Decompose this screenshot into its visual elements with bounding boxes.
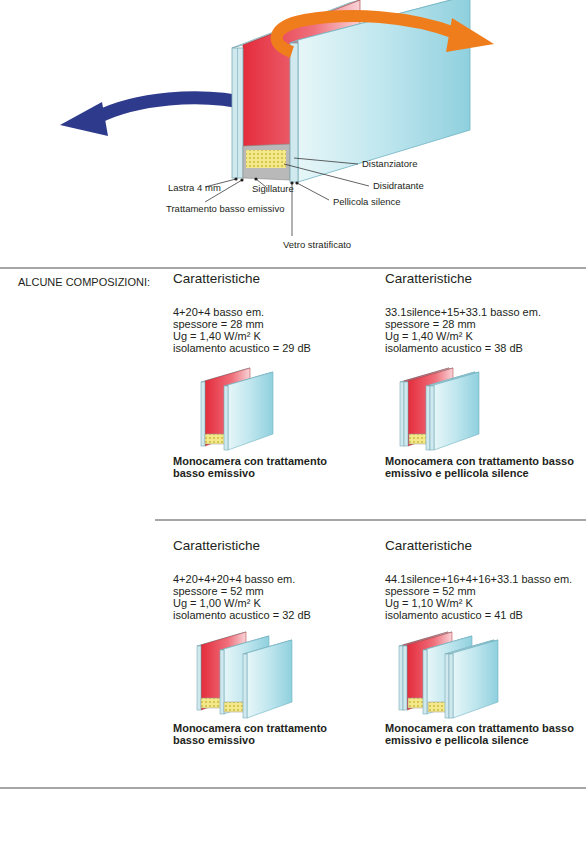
mini-glazing — [197, 632, 292, 718]
spec-line: 44.1silence+16+4+16+33.1 basso em. — [385, 573, 572, 585]
separator — [155, 520, 586, 521]
spec-line: isolamento acustico = 29 dB — [173, 342, 311, 354]
arrow-head — [60, 102, 108, 136]
card-caption: Monocamera con trattamento basso emissiv… — [385, 722, 581, 746]
spec-line: isolamento acustico = 41 dB — [385, 609, 523, 621]
arrow-head — [446, 18, 494, 52]
part-label: Sigillature — [252, 184, 294, 194]
card-heading: Caratteristiche — [173, 539, 260, 554]
part-label: Trattamento basso emissivo — [166, 204, 284, 214]
part-label: Pellicola silence — [333, 197, 401, 207]
section-heading: ALCUNE COMPOSIZIONI: — [18, 276, 150, 288]
mini-glazing — [400, 368, 479, 450]
separator — [0, 788, 586, 789]
spec-line: 33.1silence+15+33.1 basso em. — [385, 306, 541, 318]
card-heading: Caratteristiche — [385, 539, 472, 554]
desiccant — [246, 150, 286, 168]
spec-line: isolamento acustico = 38 dB — [385, 342, 523, 354]
spec-line: 4+20+4+20+4 basso em. — [173, 573, 295, 585]
part-label: Lastra 4 mm — [168, 183, 221, 193]
mini-glazing — [399, 632, 498, 718]
part-label: Distanziatore — [362, 159, 417, 169]
spacer — [243, 144, 290, 180]
spec-line: Ug = 1,10 W/m² K — [385, 597, 473, 609]
card-caption: Monocamera con trattamento basso emissiv… — [385, 455, 581, 479]
pane-edge — [290, 43, 298, 182]
interlayer — [237, 48, 238, 178]
pane-edge — [232, 48, 243, 178]
part-label: Disidratante — [373, 181, 424, 191]
part-label: Vetro stratificato — [283, 240, 351, 250]
mini-glazing — [201, 368, 273, 450]
spec-line: isolamento acustico = 32 dB — [173, 609, 311, 621]
airflow-arrow — [96, 98, 250, 118]
airflow-arrow — [277, 16, 455, 52]
card-caption: Monocamera con trattamento basso emissiv… — [173, 722, 353, 746]
spec-line: Ug = 1,00 W/m² K — [173, 597, 261, 609]
spec-line: spessore = 52 mm — [173, 585, 264, 597]
spec-line: Ug = 1,40 W/m² K — [173, 330, 261, 342]
separator — [0, 268, 586, 269]
card-heading: Caratteristiche — [385, 272, 472, 287]
spec-line: 4+20+4 basso em. — [173, 306, 264, 318]
card-heading: Caratteristiche — [173, 272, 260, 287]
spec-line: spessore = 28 mm — [385, 318, 476, 330]
spec-line: spessore = 52 mm — [385, 585, 476, 597]
spec-line: Ug = 1,40 W/m² K — [385, 330, 473, 342]
card-caption: Monocamera con trattamento basso emissiv… — [173, 455, 353, 479]
spec-line: spessore = 28 mm — [173, 318, 264, 330]
